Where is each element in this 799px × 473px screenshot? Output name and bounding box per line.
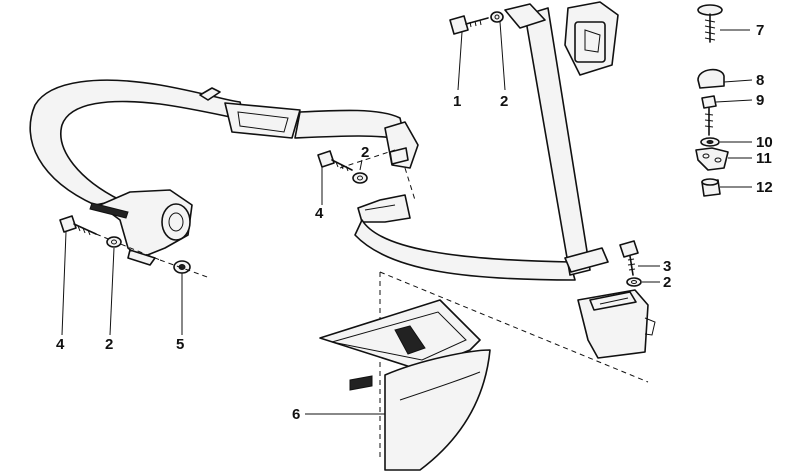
callout-4-middle: 4 — [315, 205, 324, 222]
right-bolt-3 — [619, 240, 639, 276]
left-washer-2 — [106, 236, 122, 248]
callout-12: 12 — [756, 179, 773, 196]
leader-lines — [61, 21, 753, 415]
callout-2-top: 2 — [500, 93, 508, 110]
bushing-12 — [701, 178, 721, 197]
bolt-9 — [701, 95, 717, 136]
left-bolt-4 — [59, 215, 161, 261]
bracket-11 — [695, 147, 729, 171]
washer-10 — [700, 137, 720, 147]
callout-6: 6 — [292, 406, 300, 423]
callout-10: 10 — [756, 134, 773, 151]
callout-9: 9 — [756, 92, 764, 109]
callout-2-left: 2 — [105, 336, 113, 353]
callout-2-right: 2 — [663, 274, 671, 291]
callout-8: 8 — [756, 72, 764, 89]
bottom-cover-assembly — [319, 271, 649, 471]
nut-5 — [159, 259, 211, 279]
right-washer-2 — [626, 277, 642, 287]
left-belt-assembly — [29, 79, 406, 266]
cap-8 — [697, 68, 725, 89]
callout-1: 1 — [453, 93, 461, 110]
callout-labels: 1 2 2 4 4 2 5 6 3 2 7 8 9 10 11 12 — [56, 22, 773, 423]
callout-3: 3 — [663, 258, 671, 275]
callout-2-middle: 2 — [361, 144, 369, 161]
middle-anchor-assembly — [339, 121, 576, 281]
middle-washer-2 — [352, 172, 368, 184]
callout-5: 5 — [176, 336, 184, 353]
middle-bolt-4 — [317, 150, 353, 172]
callout-7: 7 — [756, 22, 764, 39]
callout-11: 11 — [756, 150, 772, 167]
top-bolt-1 — [449, 15, 489, 35]
right-belt-assembly — [504, 1, 656, 359]
callout-4-left: 4 — [56, 336, 65, 353]
plug-7 — [697, 4, 723, 43]
top-washer-2 — [490, 11, 504, 23]
